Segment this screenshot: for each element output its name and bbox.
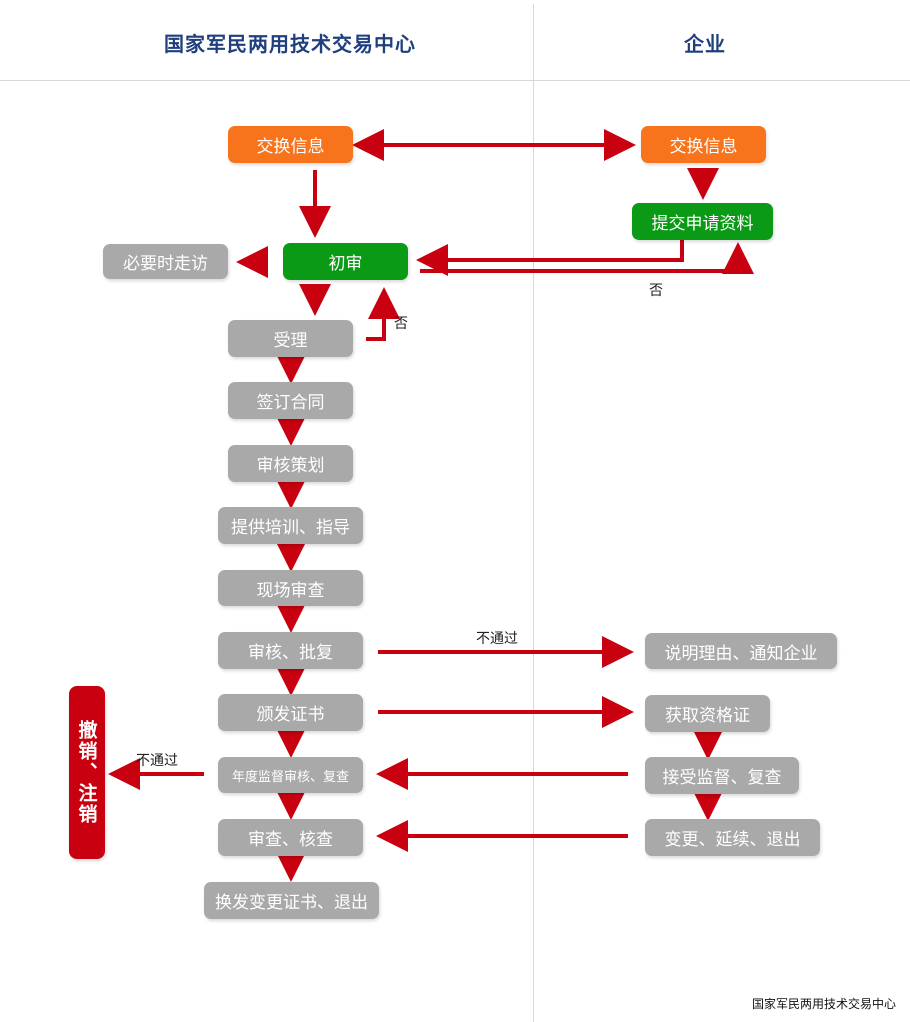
node-accept: 受理 [228, 320, 353, 357]
node-obtain-certificate: 获取资格证 [645, 695, 770, 732]
node-exchange-info-left: 交换信息 [228, 126, 353, 163]
column-divider [533, 4, 534, 1022]
node-change-extend-exit: 变更、延续、退出 [645, 819, 820, 856]
node-exchange-info-right: 交换信息 [641, 126, 766, 163]
label-not-pass-right: 不通过 [476, 631, 518, 647]
arrow-initial-no-to-submit [420, 242, 754, 274]
arrow-accept-no-to-initial [366, 287, 400, 341]
node-onsite-review: 现场审查 [218, 570, 363, 606]
node-annual-review: 年度监督审核、复查 [218, 757, 363, 793]
node-submit-materials: 提交申请资料 [632, 203, 773, 240]
node-initial-review: 初审 [283, 243, 408, 280]
arrow-submit-to-initial [416, 240, 684, 276]
node-explain-notify: 说明理由、通知企业 [645, 633, 837, 669]
node-review-planning: 审核策划 [228, 445, 353, 482]
header: 国家军民两用技术交易中心 企业 [0, 0, 910, 81]
label-no-accept: 否 [394, 316, 408, 332]
node-visit-if-needed: 必要时走访 [103, 244, 228, 279]
node-revoke-cancel: 撤销、注销 [69, 686, 105, 859]
node-review-approval: 审核、批复 [218, 632, 363, 669]
node-issue-certificate: 颁发证书 [218, 694, 363, 731]
node-sign-contract: 签订合同 [228, 382, 353, 419]
left-column-title: 国家军民两用技术交易中心 [164, 32, 416, 56]
label-no-initial: 否 [649, 283, 663, 299]
footer-credit: 国家军民两用技术交易中心 [751, 997, 896, 1011]
right-column-title: 企业 [684, 32, 726, 56]
node-training-guidance: 提供培训、指导 [218, 507, 363, 544]
node-inspect-check: 审查、核查 [218, 819, 363, 856]
label-not-pass-left: 不通过 [136, 753, 178, 769]
node-accept-supervision: 接受监督、复查 [645, 757, 799, 794]
node-change-certificate-exit: 换发变更证书、退出 [204, 882, 379, 919]
